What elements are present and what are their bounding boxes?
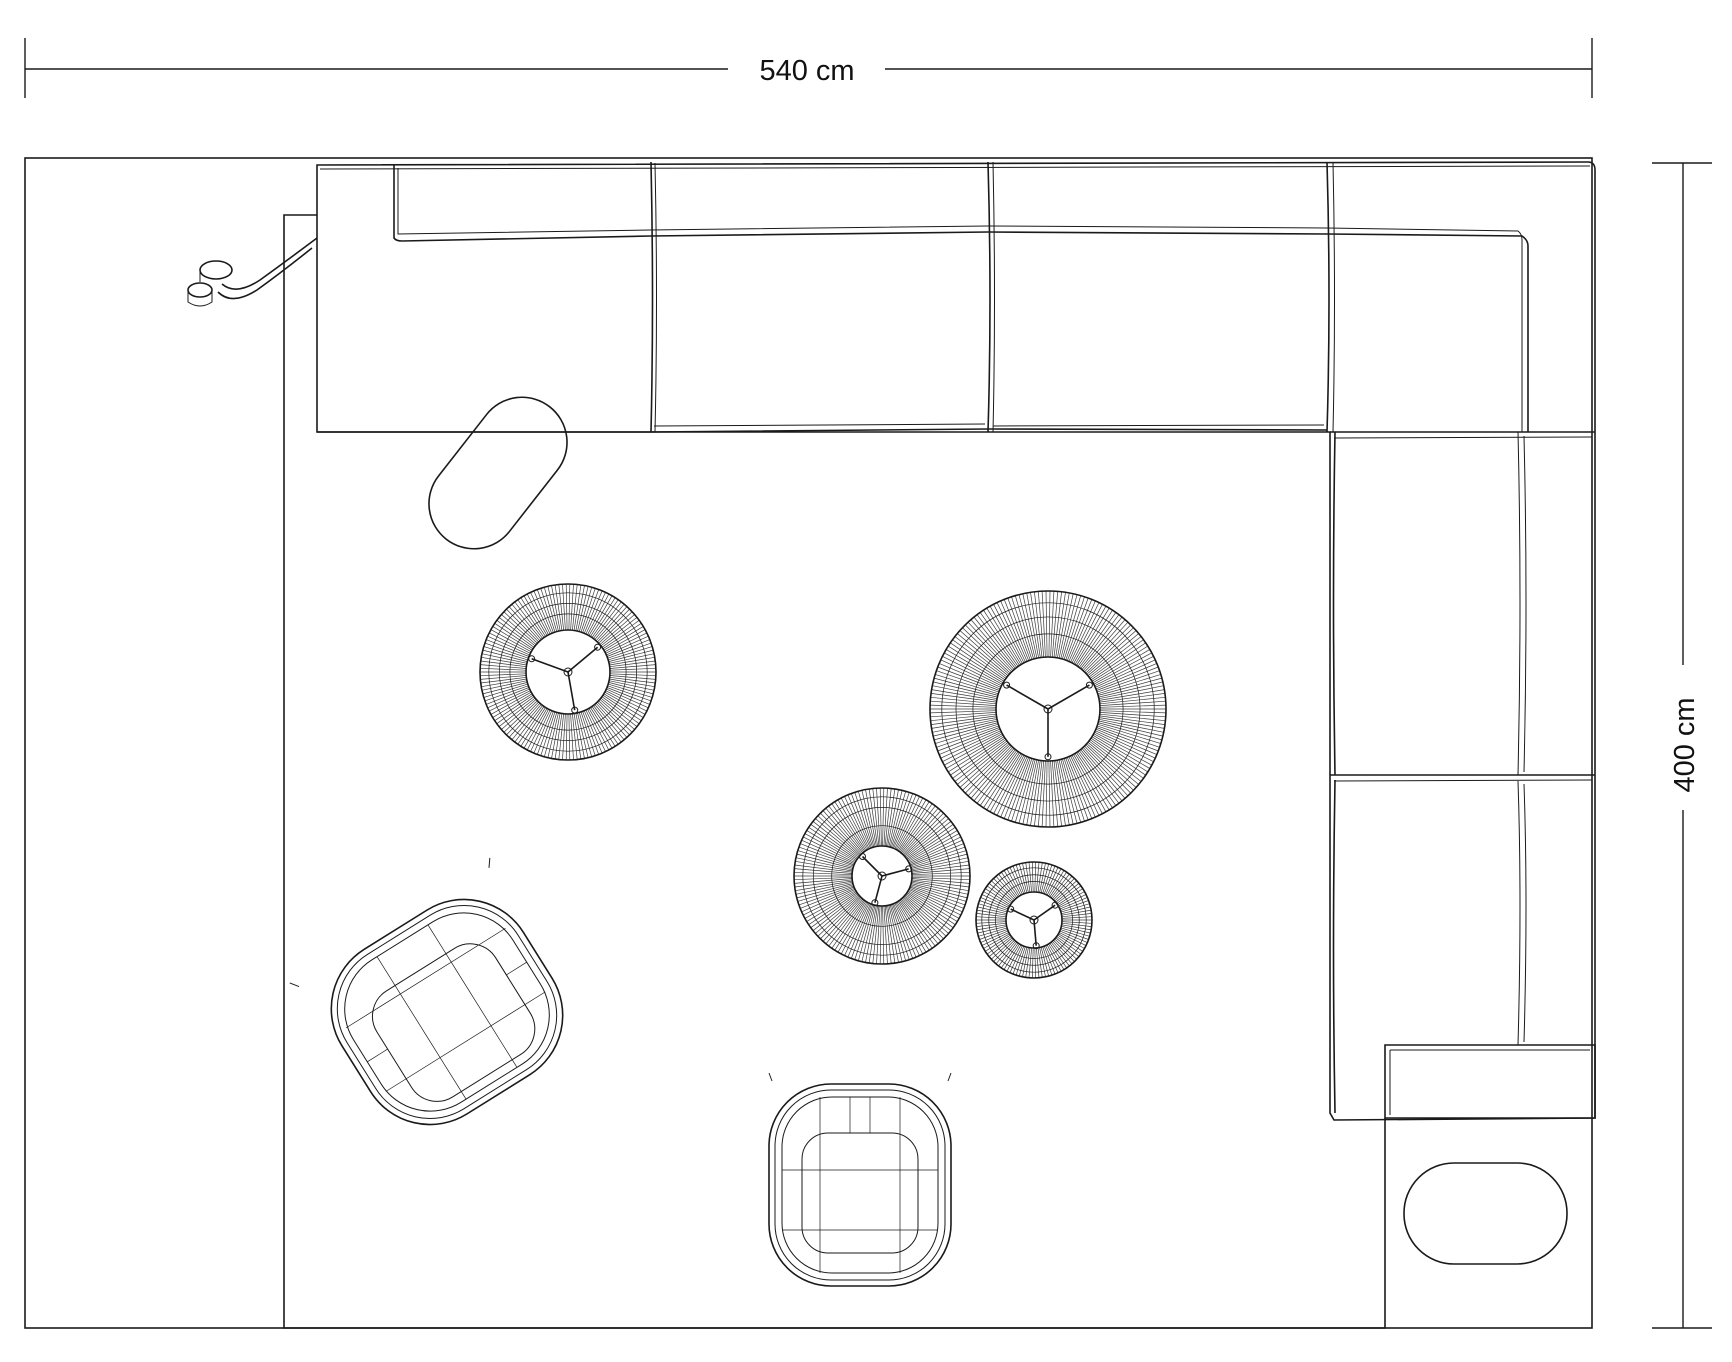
ottoman-right	[1403, 1162, 1568, 1265]
height-dimension: 400 cm	[1652, 162, 1712, 1329]
wicker-side-table-4	[975, 861, 1093, 979]
height-dimension-label: 400 cm	[1669, 697, 1701, 792]
wicker-side-table-3	[793, 787, 971, 965]
area-rug	[283, 214, 1386, 1329]
wicker-armchair-bottom	[768, 1072, 952, 1287]
floor-lamp	[187, 237, 318, 307]
wicker-side-tables	[479, 583, 1167, 979]
wicker-side-table-2	[929, 590, 1167, 828]
wicker-armchair-left	[289, 857, 564, 1126]
room-outline	[24, 157, 1593, 1329]
sectional-sofa	[316, 161, 1596, 1121]
width-dimension: 540 cm	[24, 38, 1593, 98]
ottoman-left	[428, 396, 568, 550]
wicker-side-table-1	[479, 583, 657, 761]
width-dimension-label: 540 cm	[759, 55, 854, 87]
